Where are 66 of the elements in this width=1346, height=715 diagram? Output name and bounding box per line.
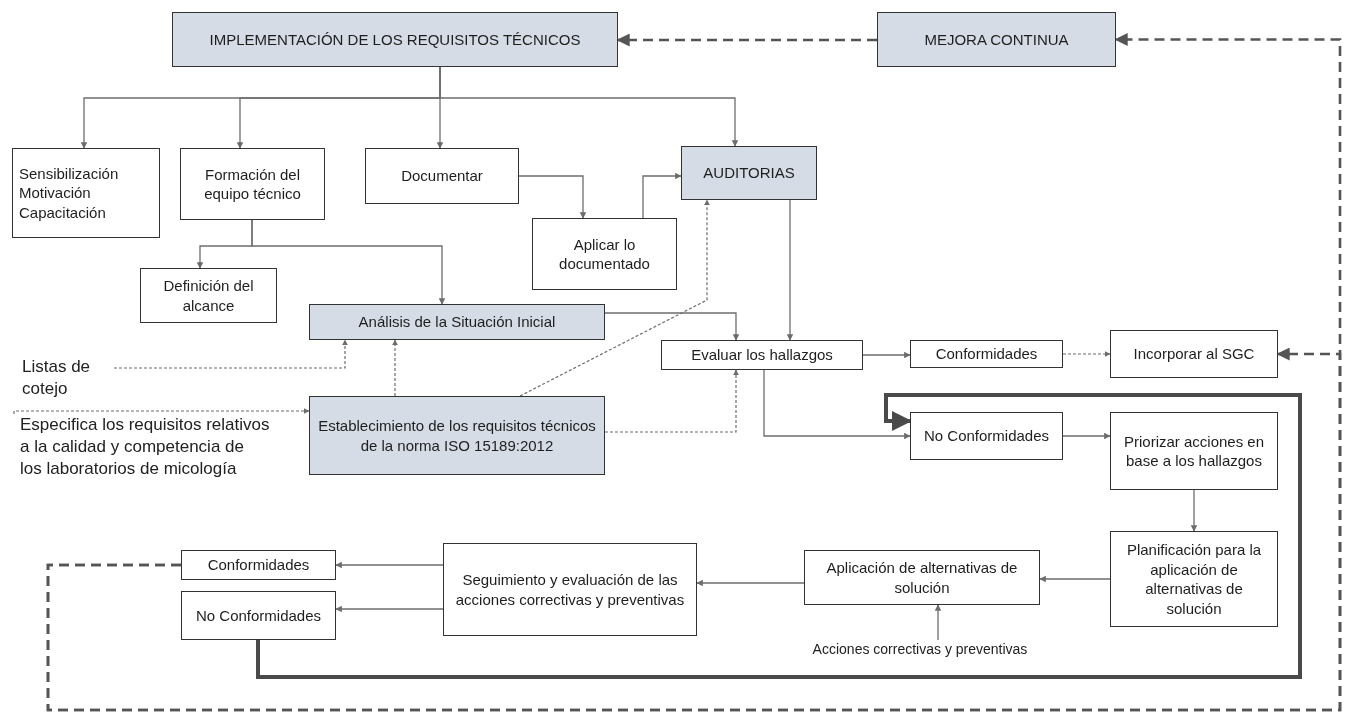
box-label: Conformidades <box>935 344 1038 364</box>
process-box <box>532 218 677 290</box>
arrow <box>256 393 1302 679</box>
note-text: Acciones correctivas y preventivas <box>811 640 1029 659</box>
note-text: Listas de cotejo <box>22 356 92 401</box>
dashed-arrow <box>604 369 739 433</box>
process-box <box>910 340 1063 368</box>
process-box <box>443 543 697 636</box>
arrow <box>763 369 911 440</box>
box-label: No Conformidades <box>923 426 1050 446</box>
process-box <box>12 148 160 238</box>
box-label: Priorizar acciones en base a los hallazgos <box>1122 431 1266 471</box>
box-label: Incorporar al SGC <box>1133 344 1255 364</box>
dashed-arrow <box>13 408 310 415</box>
box-label: Documentar <box>401 166 483 186</box>
arrow <box>251 219 446 305</box>
arrow <box>518 175 587 219</box>
process-box <box>661 340 863 370</box>
box-label: Seguimiento y evaluación de las acciones correctivas y preventivas <box>454 570 686 609</box>
process-box <box>181 591 336 640</box>
box-label: Aplicación de alternativas de solución <box>825 558 1019 597</box>
arrow <box>335 561 444 569</box>
dashed-arrow <box>519 199 710 397</box>
box-label: Definición del alcance <box>162 276 255 315</box>
arrow <box>934 604 942 641</box>
box-label: MEJORA CONTINUA <box>924 29 1069 50</box>
arrow <box>335 605 444 613</box>
box-label: AUDITORIAS <box>703 163 795 183</box>
dashed-arrow <box>1062 351 1111 357</box>
box-label: Sensibilización Motivación Capacitación <box>19 163 120 223</box>
box-label: Aplicar lo documentado <box>558 234 651 274</box>
process-box <box>365 148 519 204</box>
arrow <box>604 312 740 341</box>
box-label: Establecimiento de los requisitos técnicos de la norma ISO 15189:2012 <box>317 416 597 455</box>
process-box <box>172 12 618 67</box>
process-box <box>1110 412 1278 490</box>
note-text: Especifica los requisitos relativos a la calidad y competencia de los laboratorios de micología <box>20 414 270 481</box>
arrow <box>1190 489 1198 532</box>
process-box <box>681 146 817 200</box>
arrow <box>1062 432 1111 440</box>
box-label: Evaluar los hallazgos <box>691 345 833 365</box>
process-box <box>1110 531 1278 627</box>
arrow <box>786 199 794 341</box>
process-box <box>309 304 605 340</box>
box-label: Análisis de la Situación Inicial <box>358 312 556 332</box>
process-box <box>180 148 325 220</box>
process-box <box>1110 330 1278 378</box>
process-box <box>910 412 1063 460</box>
dashed-arrow <box>392 339 398 397</box>
process-box <box>181 550 336 580</box>
arrow <box>696 579 805 587</box>
box-label: Conformidades <box>207 555 310 575</box>
arrow <box>642 172 682 219</box>
process-box <box>140 268 277 323</box>
arrow <box>862 351 911 359</box>
dashed-arrow <box>616 33 877 47</box>
process-box <box>309 396 605 475</box>
box-label: Planificación para la aplicación de alternativas de solución <box>1125 540 1263 618</box>
box-label: Formación del equipo técnico <box>203 164 302 204</box>
box-label: IMPLEMENTACIÓN DE LOS REQUISITOS TÉCNICOS <box>209 29 581 50</box>
dashed-arrow <box>46 33 1342 712</box>
box-label: No Conformidades <box>195 605 322 626</box>
process-box <box>877 12 1116 67</box>
dashed-arrow <box>113 339 348 369</box>
process-box <box>804 550 1040 605</box>
arrow <box>1039 575 1111 583</box>
